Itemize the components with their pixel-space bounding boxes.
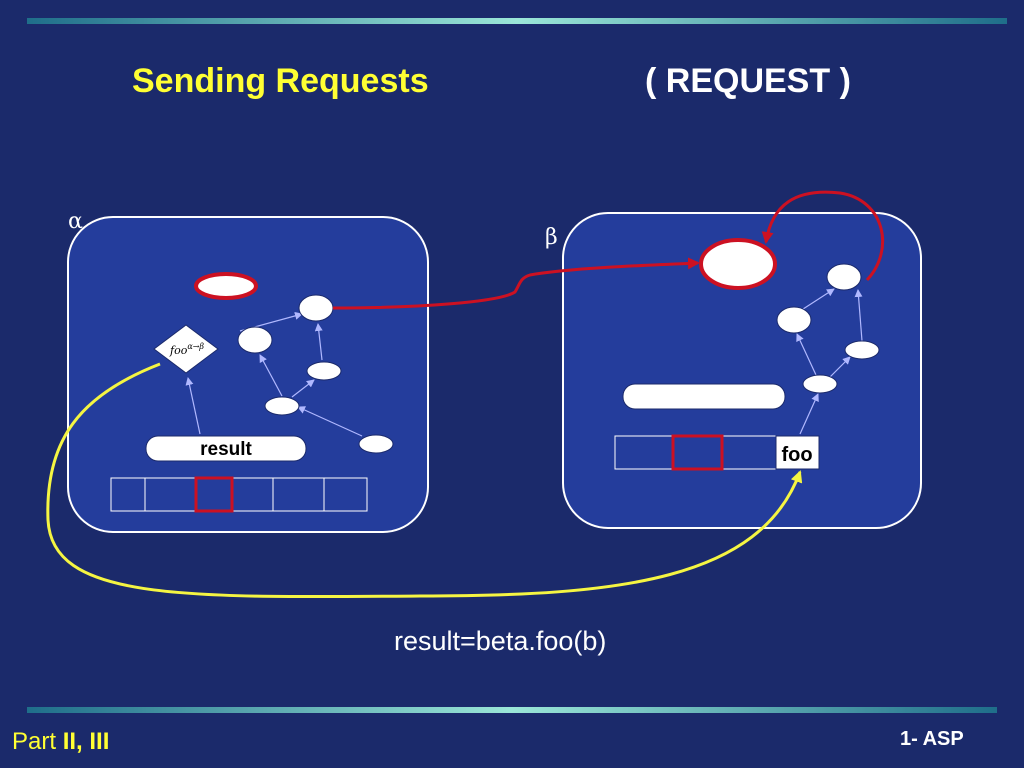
code-caption: result=beta.foo(b) [394, 626, 607, 656]
reference-arrow [796, 333, 817, 376]
request-queue-beta: foo [614, 434, 820, 471]
current-request-cell [194, 476, 234, 513]
footer-prefix: Part [12, 728, 57, 755]
reference-arrow [854, 289, 863, 342]
reference-arrow [314, 323, 323, 361]
footer-part: Part II, III [12, 728, 109, 756]
passive-object[interactable] [237, 326, 273, 354]
future-diamond[interactable] [153, 324, 219, 374]
activity-beta: β foo [545, 212, 922, 529]
passive-object[interactable] [844, 340, 880, 360]
current-request-cell [671, 434, 724, 471]
activity-alpha-label: α [68, 209, 83, 234]
result-label: result [200, 439, 252, 460]
activity-alpha-box [67, 216, 429, 533]
slide-title: Sending Requests [132, 62, 429, 100]
passive-object[interactable] [358, 434, 394, 454]
footer-section: 1- ASP [900, 728, 964, 750]
request-origin-object[interactable] [194, 272, 258, 300]
future-label: fooα→β [169, 342, 204, 357]
request-label: foo [781, 444, 812, 466]
top-divider-bar [27, 18, 1007, 24]
pending-request-cell [775, 435, 820, 470]
bottom-divider-bar [27, 707, 997, 713]
reference-arrow [291, 379, 315, 398]
reference-arrow [799, 288, 835, 312]
footer-emphasis: II, III [62, 728, 110, 755]
future-arrow [46, 362, 803, 599]
activity-beta-label: β [545, 225, 558, 250]
future-object[interactable]: fooα→β [153, 324, 219, 374]
request-arrow [332, 257, 700, 310]
queue-frame [110, 477, 368, 512]
result-variable[interactable] [145, 435, 307, 462]
passive-object[interactable] [264, 396, 300, 416]
variable-pill[interactable] [622, 383, 786, 410]
passive-object[interactable] [826, 263, 862, 291]
reference-arrow [185, 377, 201, 435]
reference-arrow [297, 406, 363, 437]
activity-alpha: α fooα→β result [67, 209, 429, 533]
slide-subtitle: ( REQUEST ) [645, 62, 851, 100]
request-queue-alpha [110, 476, 368, 513]
passive-object[interactable] [298, 294, 334, 322]
reference-arrow [799, 393, 819, 435]
passive-object[interactable] [776, 306, 812, 334]
passive-object[interactable] [306, 361, 342, 381]
passive-object[interactable] [802, 374, 838, 394]
reference-arrow [259, 354, 283, 397]
reference-arrow [827, 356, 851, 380]
active-object[interactable] [699, 238, 777, 290]
self-loop-arrow [761, 190, 884, 282]
